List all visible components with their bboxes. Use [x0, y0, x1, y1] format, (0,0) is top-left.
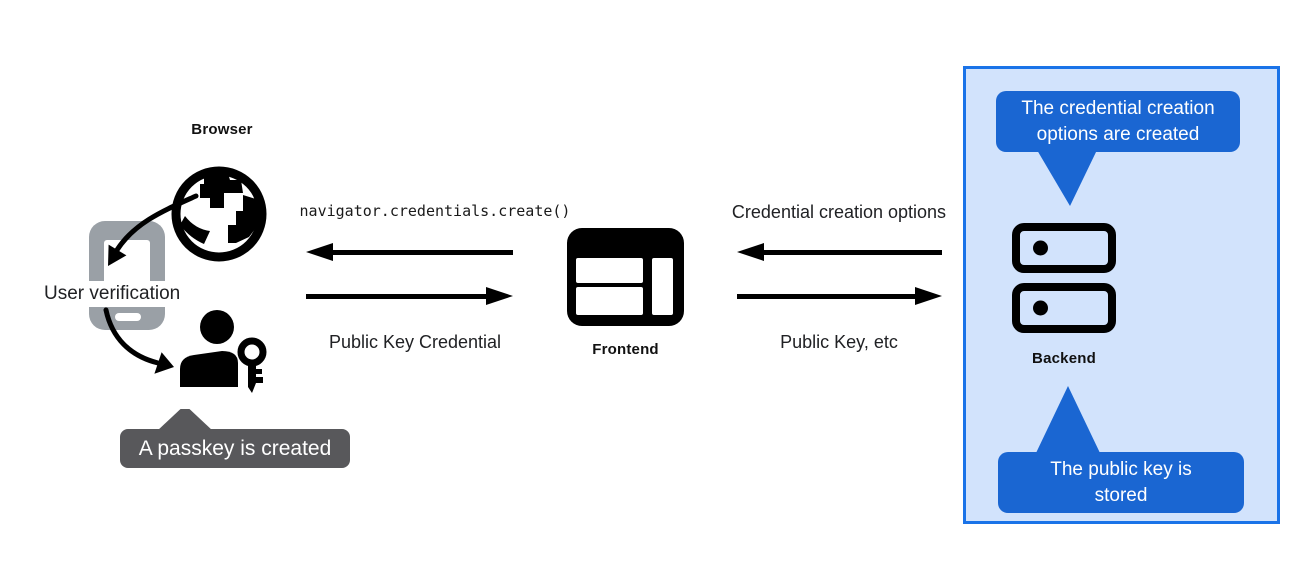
user-verification-label: User verification	[40, 281, 185, 307]
arrow-shaft	[306, 293, 489, 299]
arrow-shaft	[761, 249, 942, 255]
passkey-tooltip: A passkey is created	[120, 429, 350, 468]
arrow-frontend-to-backend	[737, 287, 942, 305]
window-pane	[576, 287, 643, 315]
arrowhead-left	[737, 243, 764, 261]
globe-icon	[171, 166, 267, 262]
passkey-tooltip-pointer	[157, 409, 213, 431]
arrow-frontend-to-browser	[306, 243, 513, 261]
public-key-credential-label: Public Key Credential	[328, 332, 502, 352]
top-bubble-text: The credential creation options are crea…	[1021, 97, 1215, 145]
arrowhead-right	[915, 287, 942, 305]
browser-window-icon	[567, 228, 684, 326]
top-bubble: The credential creation options are crea…	[996, 91, 1240, 152]
server-led-dot	[1033, 240, 1048, 256]
server-led-dot	[1033, 300, 1048, 316]
credentials-create-code-label: navigator.credentials.create()	[299, 202, 571, 220]
bottom-bubble-pointer	[1036, 386, 1100, 453]
phone-icon	[89, 221, 165, 330]
user-key-icon	[180, 310, 267, 393]
server-stack-icon	[1012, 223, 1116, 336]
bottom-bubble: The public key is stored	[998, 452, 1244, 513]
browser-label: Browser	[191, 121, 253, 138]
bottom-bubble-text: The public key is stored	[1050, 458, 1192, 506]
backend-label: Backend	[1032, 350, 1096, 367]
arrow-browser-to-frontend	[306, 287, 513, 305]
server-unit	[1012, 223, 1116, 273]
arrowhead-right	[486, 287, 513, 305]
frontend-label: Frontend	[592, 341, 659, 358]
window-pane	[576, 258, 643, 283]
top-bubble-pointer	[1037, 150, 1097, 206]
credential-creation-options-label: Credential creation options	[731, 202, 947, 222]
backend-panel: The credential creation options are crea…	[963, 66, 1280, 524]
window-pane	[652, 258, 673, 315]
public-key-etc-label: Public Key, etc	[780, 332, 898, 352]
arrowhead-left	[306, 243, 333, 261]
passkey-tooltip-text: A passkey is created	[138, 436, 332, 460]
server-unit	[1012, 283, 1116, 333]
arrow-shaft	[330, 249, 513, 255]
arrow-backend-to-frontend	[737, 243, 942, 261]
phone-home-bar	[115, 313, 141, 321]
arrow-shaft	[737, 293, 918, 299]
